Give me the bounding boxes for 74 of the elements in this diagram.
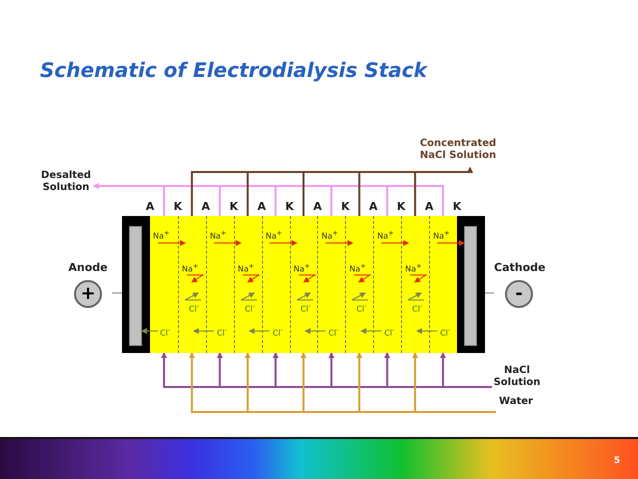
compartment [317,216,346,353]
ion-arrow [416,328,438,334]
stack-frame [122,216,485,353]
ion-arrow [158,240,186,246]
flow-arrow [412,352,496,413]
ion-label: Cl$^{-}$ [328,326,339,338]
compartment [262,216,290,353]
ion-arrow [141,328,158,334]
compartment [345,216,374,353]
ion-arrow [380,240,410,246]
membrane-label: A [256,201,267,213]
ion-label: Cl$^{-}$ [160,326,170,338]
compartment [234,216,262,353]
membrane-label: K [452,201,462,213]
stream-label: Desalted Solution [38,170,94,202]
membrane-label: A [200,201,212,213]
page-number: 5 [612,455,622,467]
ion-label: Na$^{+}$ [294,262,310,274]
ion-arrow [325,240,354,246]
stream-label: NaCl Solution [492,365,542,391]
flow-arrow [93,183,444,216]
ion-label: Cl$^{-}$ [384,326,394,338]
ion-label: Na$^{+}$ [266,229,282,241]
ion-label: Na$^{+}$ [210,229,226,241]
ion-arrow [304,328,326,334]
ion-label: Cl$^{-}$ [412,302,422,314]
ion-label: Cl$^{-}$ [188,302,200,314]
stream-label: Concentrated NaCl Solution [410,138,506,168]
flow-arrow [440,352,492,388]
membrane-label: K [284,201,295,213]
ion-arrow [248,328,270,334]
membrane-label: K [396,201,406,213]
ion-label: Cl$^{-}$ [356,302,367,314]
membrane-label: A [368,201,379,213]
ion-arrow [436,240,465,246]
ion-label: Cl$^{-}$ [272,326,283,338]
membrane-label: A [424,201,434,213]
compartment [150,216,178,353]
ion-arrow [192,328,214,334]
membrane-label: K [228,201,240,213]
stream-label: Water [496,396,536,414]
compartment [206,216,234,353]
electrode-label: Anode [67,262,109,274]
ion-label: Na$^{+}$ [433,229,450,241]
compartment [290,216,318,353]
membrane-label: K [340,201,351,213]
ion-arrow [213,240,242,246]
ion-label: Cl$^{-}$ [440,326,450,338]
ion-label: Na$^{+}$ [238,262,254,274]
compartment [178,216,206,353]
membrane-label: A [312,201,323,213]
membrane-label: K [172,201,184,213]
terminal-circle: - [505,280,533,308]
ion-label: Na$^{+}$ [182,262,198,274]
compartment [401,216,430,353]
electrode-plate [464,226,477,346]
slide-title: Schematic of Electrodialysis Stack [40,58,427,82]
compartment [373,216,402,353]
electrode-label: Cathode [494,262,544,274]
ion-label: Na$^{+}$ [349,262,366,274]
ion-label: Cl$^{-}$ [244,302,255,314]
ion-arrow [360,328,382,334]
flow-arrow [414,167,473,216]
ion-arrow [269,240,298,246]
ion-label: Cl$^{-}$ [216,326,228,338]
ion-label: Na$^{+}$ [321,229,338,241]
ion-label: Na$^{+}$ [405,262,422,274]
ion-label: Na$^{+}$ [377,229,394,241]
ion-label: Cl$^{-}$ [300,302,311,314]
compartment [429,216,457,353]
ion-label: Na$^{+}$ [153,229,170,241]
electrode-plate [129,226,142,346]
membrane-label: A [144,201,156,213]
terminal-circle: + [74,280,102,308]
